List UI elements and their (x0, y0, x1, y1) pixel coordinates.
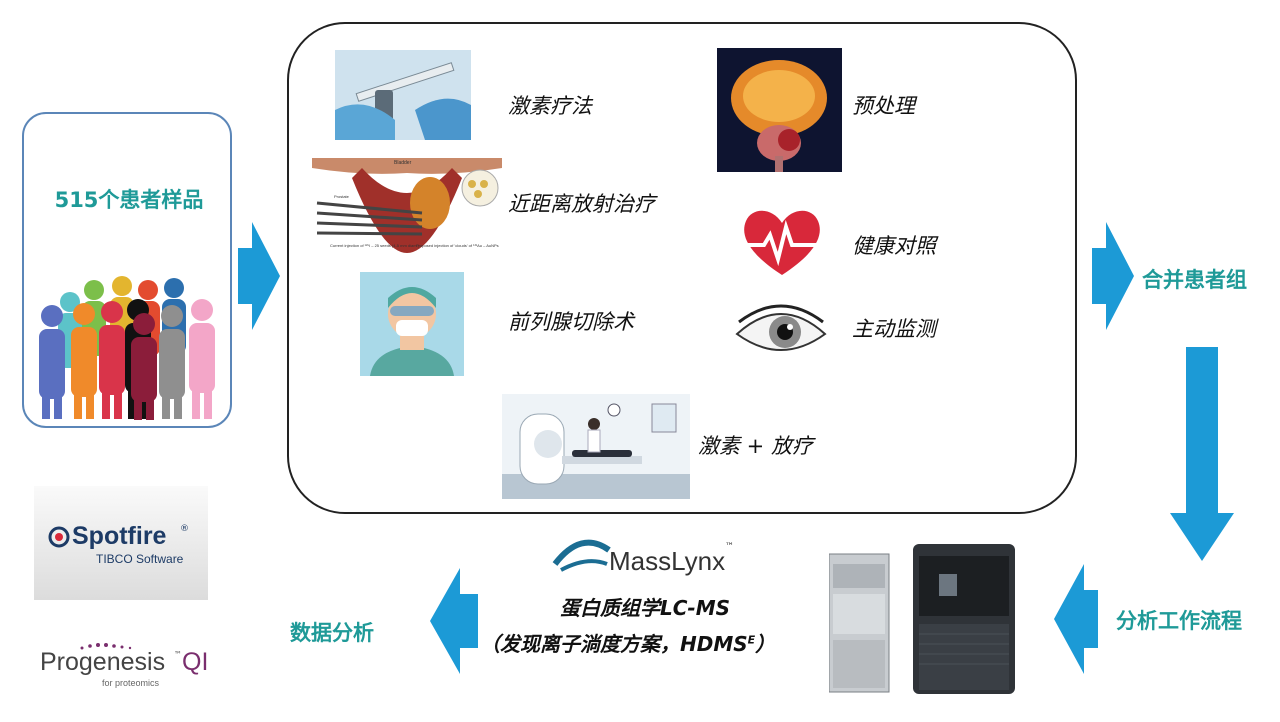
arrow-left-icon (1054, 564, 1098, 674)
treatment-label-pretreatment: 预处理 (852, 90, 915, 120)
proposed-injection-note: Proposed injection of 'clouds' of ¹³¹Au … (416, 243, 499, 248)
patient-samples-box: 515个患者样品 (22, 112, 232, 428)
current-injection-note: Current injection of ¹²⁵I – 25 seeds (4-… (330, 243, 420, 248)
spotfire-sub: TIBCO Software (96, 552, 183, 566)
surgeon-image (360, 272, 464, 376)
masslynx-tm: ™ (725, 542, 734, 552)
spotfire-name: Spotfire (72, 522, 166, 551)
treatment-label-hormone-radio: 激素 + 放疗 (698, 430, 813, 460)
eye-icon (735, 300, 827, 362)
prostate-anatomy-image (717, 48, 842, 172)
proteomics-lcms-title: 蛋白质组学LC-MS (515, 592, 775, 621)
analysis-workflow-label: 分析工作流程 (1116, 605, 1242, 635)
bladder-text: Bladder (394, 160, 412, 166)
treatment-label-prostatectomy: 前列腺切除术 (508, 306, 634, 336)
radiotherapy-room-image (502, 394, 690, 499)
lcms-instrument-image (829, 544, 1017, 694)
arrow-right-icon (1092, 222, 1134, 330)
progenesis-name: Progenesis (40, 648, 165, 677)
arrow-right-icon (238, 222, 280, 330)
treatment-label-healthy: 健康对照 (852, 230, 936, 260)
progenesis-qi: QI (182, 648, 208, 677)
spotfire-target-icon (48, 526, 70, 548)
brachytherapy-diagram-image: Bladder Prostate Current injection of ¹²… (312, 158, 502, 258)
masslynx-swoosh-icon (551, 536, 611, 576)
merge-groups-label: 合并患者组 (1142, 264, 1247, 294)
patient-samples-label: 515个患者样品 (24, 184, 234, 214)
masslynx-brand-text: MassLynx (609, 546, 725, 577)
hormone-injection-image (335, 50, 471, 140)
arrow-down-icon (1170, 347, 1234, 561)
progenesis-logo: Progenesis ™ QI for proteomics (38, 640, 218, 692)
people-group-icon (34, 274, 224, 424)
progenesis-tm: ™ (174, 650, 182, 659)
treatment-label-surveillance: 主动监测 (852, 313, 936, 343)
treatment-label-brachytherapy: 近距离放射治疗 (508, 188, 655, 218)
progenesis-sub: for proteomics (102, 678, 159, 688)
masslynx-logo: MassLynx ™ (551, 534, 763, 578)
spotfire-reg: ® (180, 524, 189, 534)
arrow-left-icon (430, 568, 478, 674)
prostate-text: Prostate (334, 194, 350, 199)
treatment-label-hormone: 激素疗法 (508, 90, 592, 120)
heart-pulse-icon (738, 205, 826, 277)
spotfire-logo: Spotfire ® TIBCO Software (34, 486, 208, 600)
hdmse-method-text: （发现离子淌度方案，HDMSE） (480, 628, 840, 657)
data-analysis-label: 数据分析 (290, 617, 374, 647)
